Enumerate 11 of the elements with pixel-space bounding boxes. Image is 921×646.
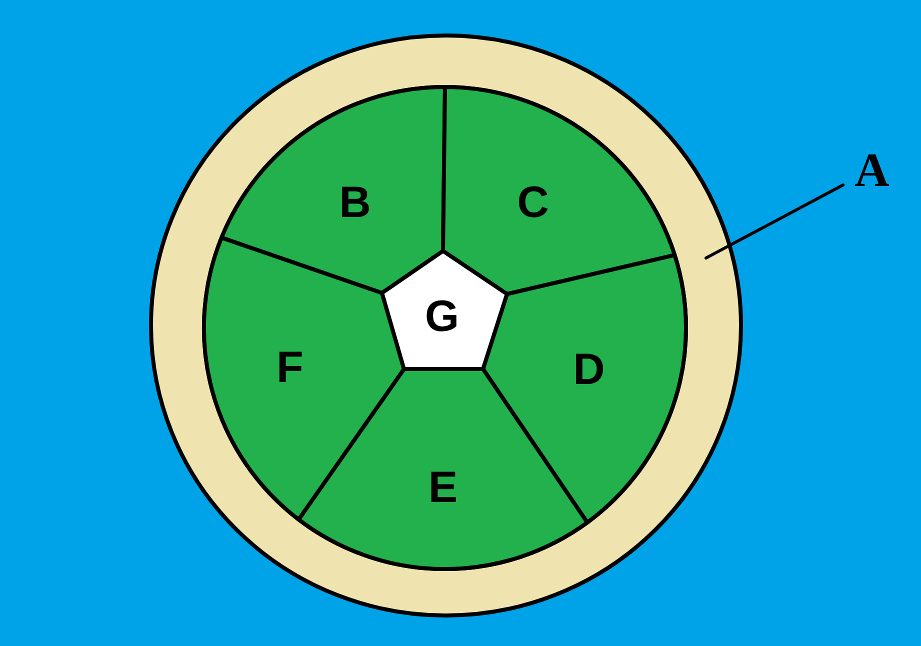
letter-label: G — [424, 295, 460, 339]
letter-label: D — [573, 348, 605, 392]
letter-label: E — [428, 466, 458, 510]
leader-line — [704, 184, 844, 260]
center-pentagon — [380, 249, 509, 371]
outer-ring — [149, 33, 743, 618]
letter-label: F — [276, 346, 304, 390]
callout-letter: A — [854, 147, 890, 195]
letter-label: C — [517, 181, 549, 225]
segment — [202, 235, 406, 522]
letter-label: B — [339, 181, 371, 225]
